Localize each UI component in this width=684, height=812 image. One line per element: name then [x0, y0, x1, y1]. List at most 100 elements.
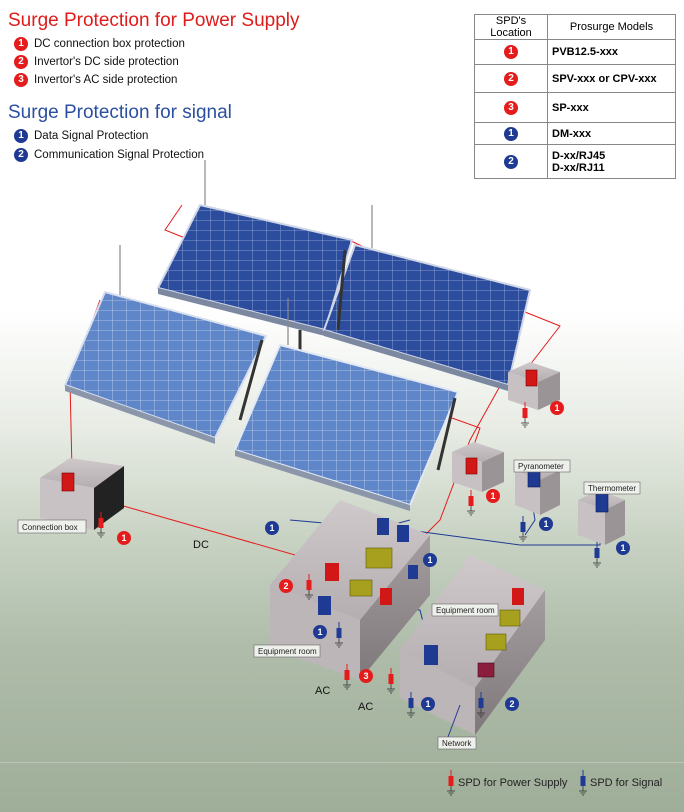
signal-item-label: Communication Signal Protection	[34, 149, 205, 161]
model-cell: SPV-xxx or CPV-xxx	[547, 64, 676, 93]
network-label: Network	[437, 704, 477, 750]
badge-text: 3	[363, 671, 368, 681]
badge-text: 1	[317, 627, 322, 637]
legend-label: SPD for Power Supply	[458, 777, 568, 789]
solar-panel	[322, 205, 532, 391]
solar-panel	[233, 298, 460, 511]
badge-icon: 2	[14, 148, 28, 162]
combiner-box	[452, 442, 504, 516]
badge-icon: 1	[14, 129, 28, 143]
power-item-2: 2 Invertor's DC side protection	[14, 55, 179, 69]
signal-item-label: Data Signal Protection	[34, 130, 149, 142]
badge-text: 1	[620, 543, 625, 553]
spd-module-icon	[377, 518, 389, 535]
model-line: D-xx/RJ45	[552, 149, 606, 162]
equipment-room-1-label: Equipment room	[253, 644, 321, 658]
spd-module-icon	[424, 645, 438, 665]
equipment-room-2-label: Equipment room	[431, 603, 499, 617]
badge-text: 1	[554, 403, 559, 413]
spd-power-icon	[446, 770, 456, 796]
thermometer-box	[578, 490, 625, 568]
badge-icon: 1	[504, 126, 518, 141]
badge-signal-1: 1	[423, 553, 437, 567]
ac-label: AC	[358, 701, 373, 713]
spd-power-icon	[466, 489, 476, 516]
model-line: D-xx/RJ11	[552, 161, 605, 174]
badge-power-2: 2	[279, 579, 293, 593]
label-text: Equipment room	[258, 647, 317, 656]
badge-icon: 3	[14, 73, 28, 87]
signal-item-2: 2 Communication Signal Protection	[14, 148, 204, 162]
signal-title: Surge Protection for signal	[8, 102, 232, 123]
table-header: SPD's Location	[474, 14, 548, 40]
combiner-box	[508, 362, 560, 428]
inverter-icon	[365, 547, 393, 569]
pyranometer-label: Pyranometer	[513, 459, 571, 473]
connection-box-label: Connection box	[17, 519, 87, 534]
table-row: 1 PVB12.5-xxx	[474, 39, 676, 65]
label-text: Network	[442, 739, 472, 748]
spd-signal-icon	[578, 770, 588, 796]
table-row: 2 SPV-xxx or CPV-xxx	[474, 64, 676, 93]
power-item-label: Invertor's AC side protection	[34, 74, 178, 86]
badge-signal-2: 2	[505, 697, 519, 711]
table-header-row: SPD's Location Prosurge Models	[474, 14, 676, 40]
badge-text: 1	[490, 491, 495, 501]
signal-item-1: 1 Data Signal Protection	[14, 129, 148, 143]
table-header: Prosurge Models	[547, 14, 676, 40]
model-table: SPD's Location Prosurge Models 1 PVB12.5…	[474, 14, 676, 179]
badge-signal-1: 1	[539, 517, 553, 531]
label-text: Thermometer	[588, 484, 636, 493]
power-title: Surge Protection for Power Supply	[8, 10, 300, 31]
spd-module-icon	[512, 588, 524, 605]
legend-power: SPD for Power Supply	[446, 770, 567, 796]
badge-text: 1	[269, 523, 274, 533]
badge-text: 1	[425, 699, 430, 709]
badge-icon: 2	[504, 154, 518, 169]
dc-label: DC	[193, 539, 209, 551]
badge-signal-1: 1	[616, 541, 630, 555]
solar-panel	[156, 160, 354, 355]
router-icon	[477, 662, 495, 678]
spd-module-icon	[408, 565, 418, 579]
label-text: Connection box	[22, 523, 78, 532]
badge-icon: 2	[504, 71, 518, 86]
badge-power-1: 1	[486, 489, 500, 503]
badge-text: 1	[121, 533, 126, 543]
server-icon	[485, 633, 507, 651]
badge-power-1: 1	[550, 401, 564, 415]
inverter-icon	[349, 579, 373, 597]
label-text: Equipment room	[436, 606, 495, 615]
badge-signal-1: 1	[265, 521, 279, 535]
model-cell: PVB12.5-xxx	[547, 39, 676, 65]
badge-icon: 3	[504, 100, 518, 115]
spd-power-icon	[386, 667, 396, 694]
badge-icon: 2	[14, 55, 28, 69]
server-icon	[499, 609, 521, 627]
footer-divider	[0, 762, 684, 763]
badge-text: 2	[509, 699, 514, 709]
power-item-label: Invertor's DC side protection	[34, 56, 179, 68]
badge-text: 2	[283, 581, 288, 591]
badge-text: 1	[543, 519, 548, 529]
spd-module-icon	[318, 596, 331, 615]
badge-signal-1: 1	[313, 625, 327, 639]
thermometer-label: Thermometer	[583, 481, 641, 495]
spd-module-icon	[380, 588, 392, 605]
connection-box	[40, 458, 124, 538]
spd-signal-icon	[592, 541, 602, 568]
badge-icon: 1	[504, 45, 518, 59]
solar-panel	[63, 245, 268, 444]
legend-label: SPD for Signal	[590, 777, 663, 789]
spd-module-icon	[325, 563, 339, 581]
spd-signal-icon	[518, 515, 528, 542]
badge-text: 1	[427, 555, 432, 565]
power-item-3: 3 Invertor's AC side protection	[14, 73, 177, 87]
table-row: 1 DM-xxx	[474, 122, 676, 145]
badge-signal-1: 1	[421, 697, 435, 711]
power-item-label: DC connection box protection	[34, 38, 185, 50]
